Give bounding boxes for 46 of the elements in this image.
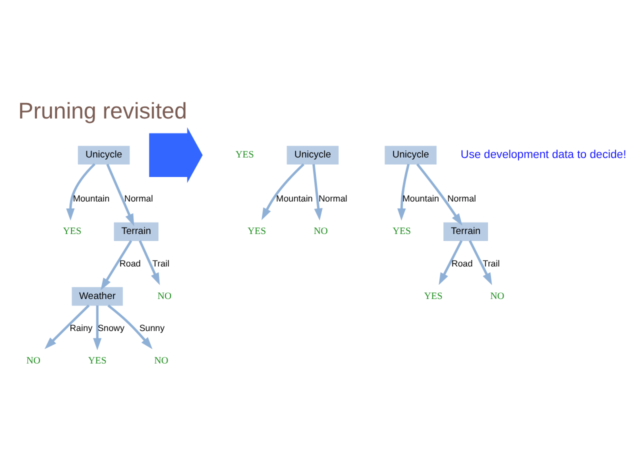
node-text: YES [88, 355, 107, 366]
arrow [138, 240, 160, 285]
edge-label: Mountain [276, 193, 313, 204]
node-box: Unicycle [286, 145, 339, 164]
node-text: NO [158, 290, 172, 302]
node-box: Terrain [114, 222, 158, 240]
arrow [416, 162, 462, 226]
edge-label: Mountain [72, 193, 110, 204]
arrow [397, 163, 410, 220]
node-text: YES [424, 290, 443, 302]
edge-label: Normal [318, 193, 348, 204]
label: Use development data to decide! [460, 148, 626, 161]
node-arrow [149, 126, 203, 183]
arrow [106, 163, 134, 226]
edge-label: Snowy [98, 322, 124, 333]
node-text: NO [26, 355, 40, 366]
edge-label: Trail [482, 258, 500, 268]
edge-label: Trail [152, 258, 170, 268]
node-box: Weather [72, 286, 123, 306]
diagram-title: Pruning revisited [18, 97, 187, 124]
edge-label: Rainy [70, 322, 93, 333]
arrow [44, 304, 90, 349]
node-box: Unicycle [78, 145, 130, 164]
arrow [312, 164, 323, 220]
arrow [468, 240, 492, 285]
arrow [66, 162, 96, 220]
arrow [262, 162, 304, 220]
edge-label: Sunny [139, 322, 165, 333]
edge-label: Normal [124, 193, 153, 204]
node-text: NO [490, 290, 504, 302]
node-text: NO [314, 226, 328, 237]
node-text: YES [392, 226, 411, 237]
node-text: YES [236, 149, 254, 160]
arrow [93, 304, 102, 350]
node-box: Terrain [443, 222, 488, 240]
edge-label: Mountain [402, 193, 440, 204]
edge-label: Road [119, 258, 141, 268]
node-text: NO [154, 355, 168, 366]
node-box: Unicycle [384, 145, 437, 164]
node-text: YES [63, 226, 82, 237]
node-text: YES [248, 226, 266, 237]
arrow [107, 304, 152, 349]
edge-label: Road [451, 258, 473, 268]
arrow [438, 240, 463, 285]
arrow [100, 240, 132, 290]
edge-label: Normal [447, 193, 476, 204]
